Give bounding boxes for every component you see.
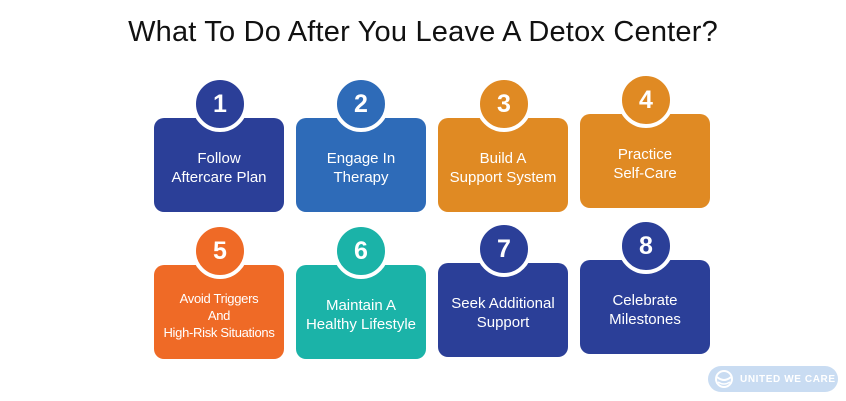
step-number-badge-5: 5 [192,223,248,279]
logo-text: UNITED WE CARE [740,373,836,385]
step-label-2: Engage In Therapy [326,150,396,186]
step-number-badge-4: 4 [618,72,674,128]
step-number-badge-7: 7 [476,221,532,277]
step-label-5: Avoid Triggers And High-Risk Situations [163,290,275,340]
step-card-4: Practice Self-Care [580,114,710,208]
step-label-6: Maintain A Healthy Lifestyle [305,297,417,333]
step-card-2: Engage In Therapy [296,118,426,212]
step-number-badge-1: 1 [192,76,248,132]
step-label-4: Practice Self-Care [613,146,677,182]
step-card-8: Celebrate Milestones [580,260,710,354]
step-card-1: Follow Aftercare Plan [154,118,284,212]
united-we-care-logo: UNITED WE CARE [708,366,838,392]
step-card-7: Seek Additional Support [438,263,568,357]
step-number-badge-8: 8 [618,218,674,274]
page-title: What To Do After You Leave A Detox Cente… [128,16,718,48]
globe-logo-icon [715,370,733,388]
step-number-badge-3: 3 [476,76,532,132]
step-label-1: Follow Aftercare Plan [171,150,267,186]
step-number-badge-2: 2 [333,76,389,132]
step-card-3: Build A Support System [438,118,568,212]
step-label-3: Build A Support System [449,150,557,186]
step-label-7: Seek Additional Support [451,295,555,331]
step-card-5: Avoid Triggers And High-Risk Situations [154,265,284,359]
step-card-6: Maintain A Healthy Lifestyle [296,265,426,359]
step-number-badge-6: 6 [333,223,389,279]
step-label-8: Celebrate Milestones [609,292,681,328]
